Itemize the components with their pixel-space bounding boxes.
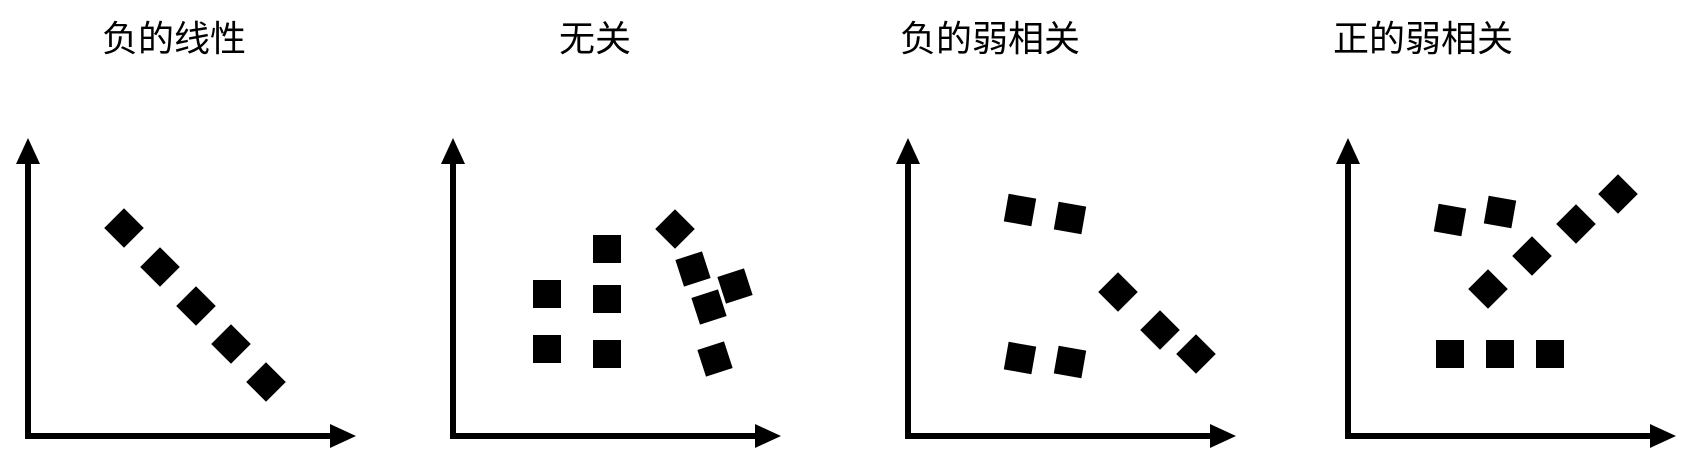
scatter-marker [1098, 272, 1138, 312]
scatter-marker [1483, 195, 1517, 229]
scatter-marker [717, 268, 753, 304]
scatter-plot-3 [1336, 138, 1676, 448]
panel-title: 无关 [558, 19, 631, 60]
scatter-marker [1433, 203, 1467, 237]
scatter-marker [1598, 174, 1638, 214]
panel-negative-linear: 负的线性 [0, 0, 420, 462]
scatter-marker [697, 341, 733, 377]
panel-title: 正的弱相关 [1332, 19, 1513, 60]
panel-title: 负的线性 [101, 19, 246, 60]
scatter-plot-1 [441, 138, 781, 448]
scatter-marker [1468, 269, 1508, 309]
scatter-marker [1486, 340, 1514, 368]
y-axis-arrow [896, 138, 920, 164]
panel-positive-weak-correlation: 正的弱相关 [1320, 0, 1694, 462]
scatter-marker [1140, 310, 1180, 350]
scatter-marker [140, 247, 180, 287]
scatter-marker [1536, 340, 1564, 368]
scatter-marker [1512, 236, 1552, 276]
scatter-marker [675, 251, 711, 287]
x-axis-arrow [1210, 424, 1236, 448]
scatter-marker [211, 324, 251, 364]
scatter-marker [176, 286, 216, 326]
scatter-marker [1436, 340, 1464, 368]
y-axis-arrow [441, 138, 465, 164]
y-axis-arrow [1336, 138, 1360, 164]
scatter-marker [104, 208, 144, 248]
scatter-marker [246, 362, 286, 402]
scatter-marker [655, 209, 695, 249]
x-axis-arrow [1650, 424, 1676, 448]
panel-negative-weak-correlation: 负的弱相关 [880, 0, 1300, 462]
scatter-marker [533, 335, 561, 363]
scatter-marker [1003, 341, 1037, 375]
x-axis-arrow [330, 424, 356, 448]
scatter-marker [1176, 334, 1216, 374]
scatter-plot-2 [896, 138, 1236, 448]
scatter-plot-0 [16, 138, 356, 448]
y-axis-arrow [16, 138, 40, 164]
panel-no-correlation: 无关 [425, 0, 845, 462]
scatter-marker [1556, 204, 1596, 244]
scatter-marker [691, 289, 727, 325]
scatter-marker [1053, 345, 1087, 379]
scatter-marker [593, 285, 621, 313]
scatter-marker [1053, 201, 1087, 235]
scatter-marker [593, 235, 621, 263]
scatter-marker [1003, 193, 1037, 227]
x-axis-arrow [755, 424, 781, 448]
panel-title: 负的弱相关 [899, 19, 1080, 60]
scatter-marker [533, 280, 561, 308]
scatter-marker [593, 340, 621, 368]
